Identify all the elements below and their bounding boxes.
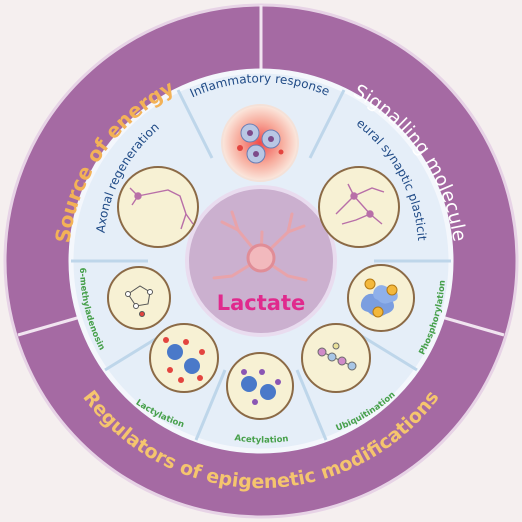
synapse-neuron-icon bbox=[335, 183, 385, 225]
tile-axonal bbox=[117, 166, 199, 248]
rna-molecule-icon bbox=[125, 285, 153, 317]
outer-ring-dividers bbox=[17, 5, 505, 337]
axon-neuron-icon bbox=[129, 187, 194, 230]
ubiquitin-chain-icon bbox=[317, 342, 357, 371]
tile-lactylation bbox=[149, 323, 219, 393]
histone-acetyl-icon bbox=[241, 369, 281, 405]
immune-cells-icon bbox=[237, 123, 284, 164]
tile-inflammatory bbox=[221, 104, 299, 182]
tile-n6 bbox=[107, 266, 171, 330]
tile-ubiquitination bbox=[301, 323, 371, 393]
neuron-icon bbox=[212, 210, 308, 282]
tile-phosphorylation bbox=[347, 264, 415, 332]
label-acetylation: Acetylation bbox=[234, 433, 289, 445]
phospho-protein-icon bbox=[360, 278, 398, 318]
center-label: Lactate bbox=[217, 291, 306, 315]
histone-lactyl-icon bbox=[163, 337, 205, 383]
tile-acetylation bbox=[226, 352, 294, 420]
tile-neural bbox=[318, 166, 400, 248]
